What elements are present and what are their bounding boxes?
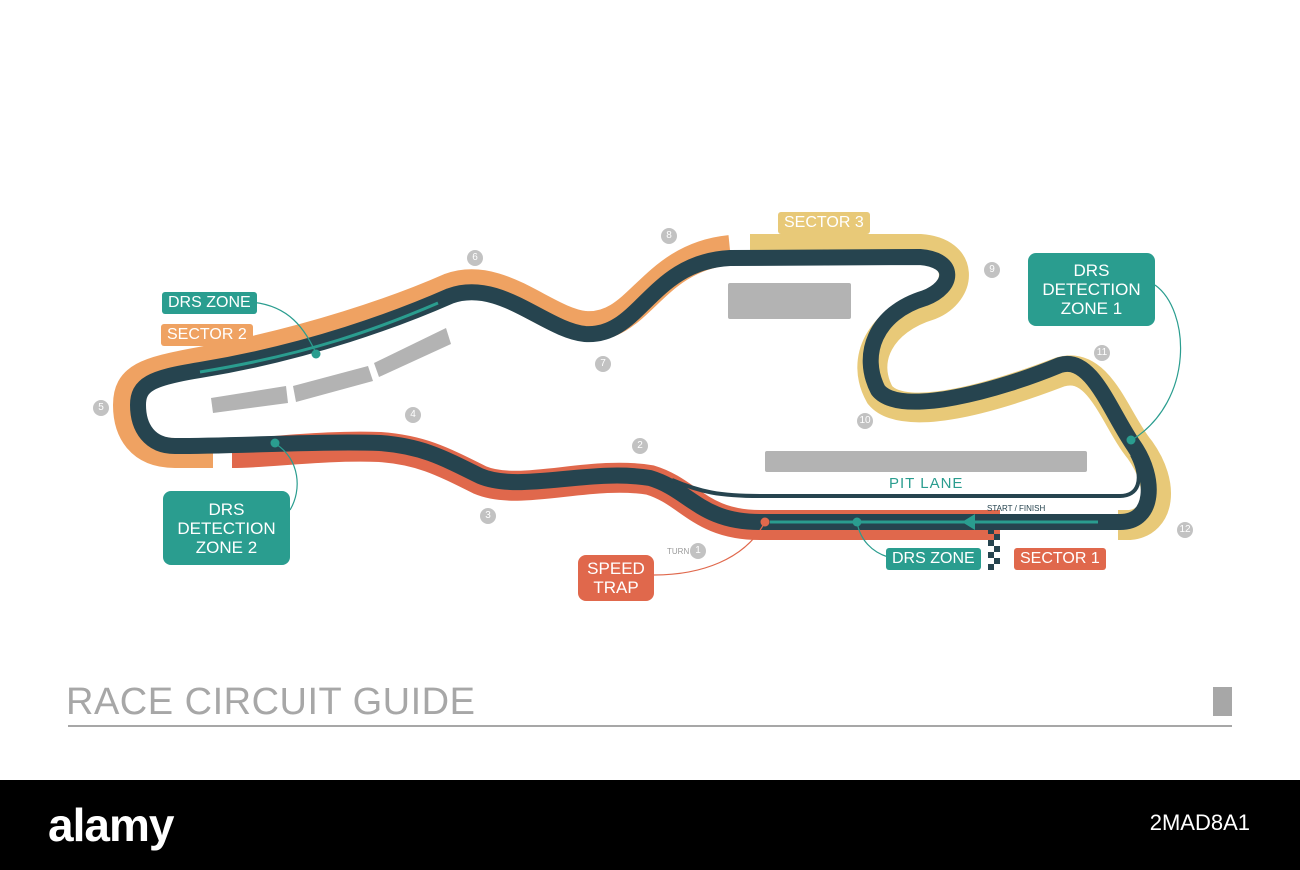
turn-marker-6: 6 [467,250,483,266]
sector3-label: SECTOR 3 [778,212,870,234]
drs-detection-zone-2-box: DRS DETECTION ZONE 2 [163,491,290,565]
dot-speed-trap [760,517,770,527]
turn-marker-7: 7 [595,356,611,372]
leader-speed-trap [653,521,766,576]
start-finish-flag [988,528,1000,570]
leader-drs-detection-2 [275,443,298,511]
track-main [130,249,1157,530]
turn-marker-8: 8 [661,228,677,244]
dot-drs-detection-2 [270,438,280,448]
dot-drs-zone-bottom [852,517,862,527]
sector1-label: SECTOR 1 [1014,548,1106,570]
circuit-map [112,234,1182,576]
turn-word-label: TURN [667,547,690,556]
turn-marker-2: 2 [632,438,648,454]
drs-zone-top-label: DRS ZONE [162,292,257,314]
turn-marker-12: 12 [1177,522,1193,538]
pit-building [765,451,1087,472]
sector2-label: SECTOR 2 [161,324,253,346]
grandstand-left [211,328,451,413]
speed-trap-box: SPEED TRAP [578,555,654,601]
turn-marker-11: 11 [1094,345,1110,361]
pit-lane-path [671,454,1141,498]
footer-image-id: 2MAD8A1 [1149,810,1250,835]
circuit-canvas: SECTOR 2 SECTOR 3 SECTOR 1 DRS ZONE DRS … [66,212,1232,727]
turn-marker-5: 5 [93,400,109,416]
drs-detection-zone-1-box: DRS DETECTION ZONE 1 [1028,253,1155,326]
turn-marker-4: 4 [405,407,421,423]
drs-line-top [199,301,439,374]
footer-logo: alamy [48,799,174,851]
start-finish-label: START / FINISH [987,504,1046,513]
leader-drs-detection-1 [1131,284,1182,441]
turn-marker-3: 3 [480,508,496,524]
dot-drs-zone-top [311,349,321,359]
page-title: RACE CIRCUIT GUIDE [66,681,476,723]
dot-drs-detection-1 [1126,435,1136,445]
footer-bar: alamy 2MAD8A1 [0,780,1300,870]
title-divider [68,725,1232,727]
turn-marker-1: 1 [690,543,706,559]
drs-zone-bottom-label: DRS ZONE [886,548,981,570]
pit-lane-label: PIT LANE [889,475,964,492]
turn-marker-10: 10 [857,413,873,429]
leader-drs-zone-top [249,301,317,354]
title-marker [1213,687,1232,716]
turn-marker-9: 9 [984,262,1000,278]
start-arrow [962,514,975,530]
grandstand-building [728,283,851,319]
